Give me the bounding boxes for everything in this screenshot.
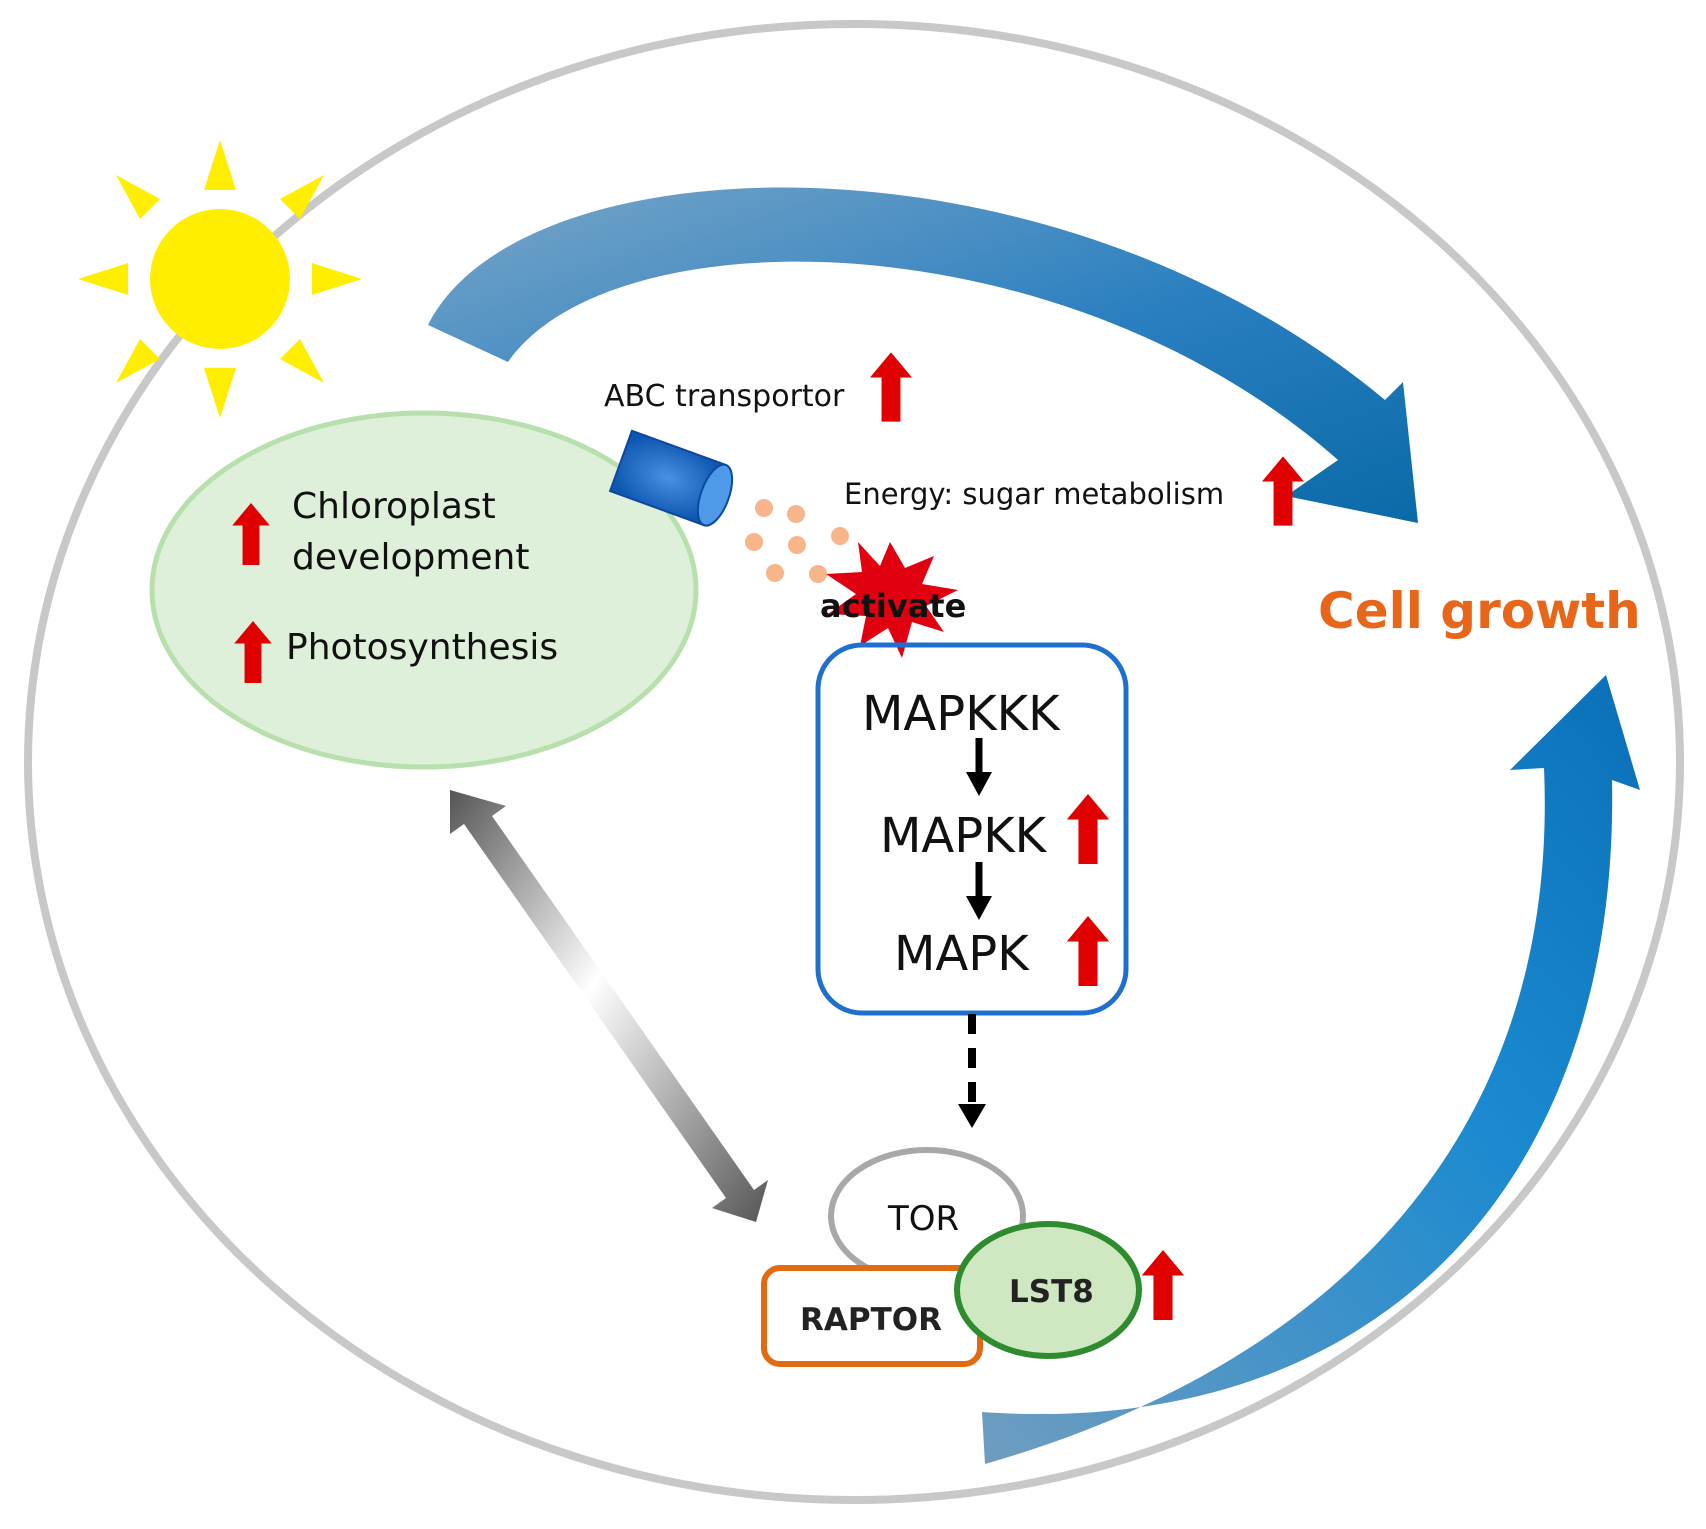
lst8-label: LST8 (1009, 1274, 1094, 1310)
mapkk-label: MAPKK (880, 808, 1048, 864)
grey-double-arrow (450, 790, 768, 1222)
mapk-label: MAPK (894, 926, 1030, 982)
photosynthesis-label: Photosynthesis (286, 627, 558, 668)
dashed-arrow-to-tor (958, 1014, 986, 1128)
cascade-arrow-2 (966, 862, 992, 920)
activate-burst-icon (826, 542, 958, 658)
lst8-component (954, 1221, 1142, 1359)
up-arrow-icon (870, 352, 912, 422)
up-arrow-icon (1141, 1250, 1185, 1320)
mapkkk-label: MAPKKK (862, 686, 1061, 742)
tor-label: TOR (887, 1199, 959, 1239)
abc-transporter-icon (608, 429, 734, 527)
up-arrow-icon (1066, 916, 1110, 986)
chloroplast-label-line2: development (292, 537, 529, 578)
chloroplast (149, 410, 699, 770)
up-arrow-icon (1066, 794, 1110, 864)
raptor-label: RAPTOR (800, 1302, 942, 1338)
activate-label: activate (820, 587, 966, 625)
chloroplast-label-line1: Chloroplast (292, 486, 496, 527)
energy-label: Energy: sugar metabolism (844, 477, 1224, 511)
top-curved-arrow (428, 187, 1418, 523)
bottom-curved-arrow (982, 675, 1640, 1464)
cell-outline (24, 20, 1684, 1504)
cascade-arrow-1 (966, 738, 992, 796)
abc-transporter-label: ABC transportor (604, 379, 845, 414)
cell-growth-label: Cell growth (1318, 582, 1641, 640)
sugar-molecules (745, 499, 849, 583)
mapk-cascade-box (815, 642, 1129, 1016)
sun-icon (78, 140, 362, 418)
